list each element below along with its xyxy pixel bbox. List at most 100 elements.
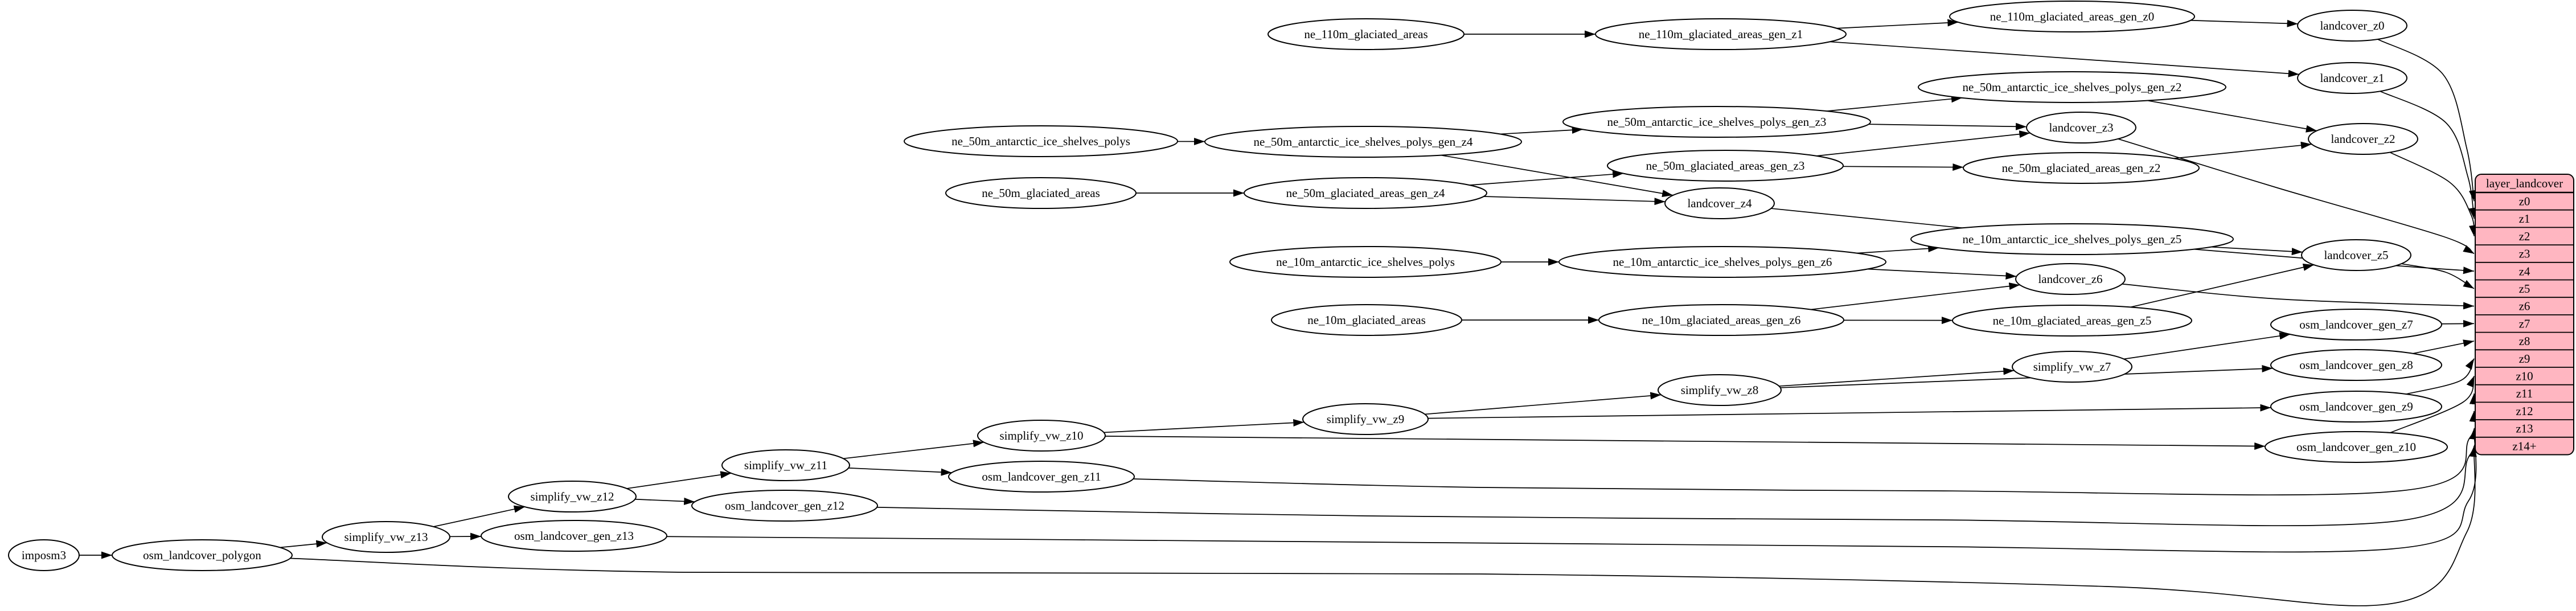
table-row-z6: z6: [2519, 300, 2530, 313]
landcover_z5-ellipse: [2301, 239, 2411, 271]
simplify_vw_z12-ellipse: [508, 481, 637, 512]
table-row-z7: z7: [2519, 317, 2530, 330]
edge-ne_50m_antarctic_ice_shelves_polys_gen_z4-to-ne_50m_antarctic_ice_shelves_polys_gen_z3: [1500, 126, 1583, 135]
edge-ne_50m_glaciated_areas_gen_z3-to-landcover_z3: [1816, 130, 2031, 157]
ne_50m_antarctic_ice_shelves_polys_gen_z3-label: ne_50m_antarctic_ice_shelves_polys_gen_z…: [1607, 115, 1827, 129]
node-ne_110m_glaciated_areas_gen_z0: ne_110m_glaciated_areas_gen_z0: [1949, 1, 2195, 32]
edge-simplify_vw_z8-to-simplify_vw_z7: [1779, 367, 2015, 387]
table-row-z12: z12: [2516, 404, 2533, 418]
node-ne_50m_glaciated_areas_gen_z2: ne_50m_glaciated_areas_gen_z2: [1963, 152, 2200, 184]
node-osm_landcover_gen_z7: osm_landcover_gen_z7: [2270, 309, 2442, 341]
ne_50m_antarctic_ice_shelves_polys_gen_z2-label: ne_50m_antarctic_ice_shelves_polys_gen_z…: [1963, 80, 2182, 94]
node-landcover_z3: landcover_z3: [2026, 112, 2136, 143]
simplify_vw_z7-label: simplify_vw_z7: [2033, 360, 2111, 374]
table-row-z14+: z14+: [2512, 439, 2536, 453]
ne_50m_glaciated_areas_gen_z3-label: ne_50m_glaciated_areas_gen_z3: [1646, 159, 1805, 173]
node-landcover_z2: landcover_z2: [2308, 123, 2418, 155]
edge-osm_landcover_gen_z8-to-row-z8: [2413, 339, 2475, 354]
node-osm_landcover_gen_z13: osm_landcover_gen_z13: [481, 520, 667, 552]
edge-ne_50m_glaciated_areas_gen_z3-to-ne_50m_glaciated_areas_gen_z2: [1843, 163, 1964, 171]
landcover_z0-ellipse: [2297, 10, 2407, 42]
simplify_vw_z8-ellipse: [1658, 374, 1782, 406]
edge-osm_landcover_gen_z9-to-row-z9: [2406, 358, 2475, 395]
node-ne_10m_glaciated_areas_gen_z6: ne_10m_glaciated_areas_gen_z6: [1598, 304, 1844, 336]
landcover_z1-ellipse: [2297, 62, 2407, 94]
table-row-label-z14+: z14+: [2512, 439, 2536, 453]
node-simplify_vw_z9: simplify_vw_z9: [1302, 403, 1429, 435]
edge-simplify_vw_z10-to-simplify_vw_z9: [1104, 419, 1305, 433]
edge-ne_10m_antarctic_ice_shelves_polys_gen_z6-to-landcover_z6: [1867, 268, 2017, 280]
osm_landcover_gen_z11-label: osm_landcover_gen_z11: [982, 470, 1101, 483]
ne_10m_antarctic_ice_shelves_polys_gen_z6-label: ne_10m_antarctic_ice_shelves_polys_gen_z…: [1613, 255, 1832, 269]
landcover_z2-label: landcover_z2: [2331, 132, 2395, 146]
table-layer_landcover: layer_landcoverz0z1z2z3z4z5z6z7z8z9z10z1…: [2475, 174, 2574, 456]
edge-simplify_vw_z12-to-osm_landcover_gen_z12: [635, 497, 695, 505]
edge-ne_10m_antarctic_ice_shelves_polys_gen_z5-to-landcover_z5: [2210, 246, 2303, 256]
node-simplify_vw_z7: simplify_vw_z7: [2012, 351, 2132, 383]
table-row-z10: z10: [2516, 369, 2533, 383]
table-row-z13: z13: [2516, 422, 2533, 436]
simplify_vw_z13-label: simplify_vw_z13: [344, 530, 428, 544]
ne_50m_antarctic_ice_shelves_polys_gen_z2-ellipse: [1918, 71, 2226, 103]
ne_50m_antarctic_ice_shelves_polys-ellipse: [904, 125, 1178, 157]
edge-osm_landcover_gen_z10-to-row-z10: [2390, 376, 2475, 433]
table-row-label-z12: z12: [2516, 404, 2533, 418]
table-row-z1: z1: [2519, 212, 2530, 225]
osm_landcover_gen_z13-ellipse: [481, 520, 667, 552]
landcover_z6-ellipse: [2015, 263, 2126, 295]
landcover_z4-ellipse: [1664, 187, 1775, 219]
table-row-label-z1: z1: [2519, 212, 2530, 225]
node-ne_10m_glaciated_areas: ne_10m_glaciated_areas: [1271, 304, 1462, 336]
simplify_vw_z12-label: simplify_vw_z12: [531, 490, 614, 503]
simplify_vw_z10-label: simplify_vw_z10: [1000, 429, 1084, 442]
ne_50m_glaciated_areas_gen_z3-ellipse: [1607, 150, 1844, 182]
edge-ne_50m_glaciated_areas_gen_z4-to-ne_50m_glaciated_areas_gen_z3: [1469, 170, 1624, 186]
table-row-label-z2: z2: [2519, 229, 2530, 243]
node-ne_110m_glaciated_areas_gen_z1: ne_110m_glaciated_areas_gen_z1: [1595, 18, 1847, 50]
ne_110m_glaciated_areas_gen_z1-ellipse: [1595, 18, 1847, 50]
node-simplify_vw_z13: simplify_vw_z13: [322, 521, 450, 553]
simplify_vw_z13-ellipse: [322, 521, 450, 553]
ne_10m_glaciated_areas-ellipse: [1271, 304, 1462, 336]
edge-ne_50m_glaciated_areas_gen_z4-to-landcover_z4: [1483, 196, 1666, 206]
node-ne_10m_antarctic_ice_shelves_polys_gen_z6: ne_10m_antarctic_ice_shelves_polys_gen_z…: [1558, 246, 1886, 278]
node-simplify_vw_z11: simplify_vw_z11: [721, 449, 850, 481]
node-landcover_z5: landcover_z5: [2301, 239, 2411, 271]
table-title: layer_landcover: [2486, 177, 2563, 190]
ne_110m_glaciated_areas-label: ne_110m_glaciated_areas: [1304, 27, 1428, 41]
node-landcover_z0: landcover_z0: [2297, 10, 2407, 42]
node-ne_50m_antarctic_ice_shelves_polys_gen_z2: ne_50m_antarctic_ice_shelves_polys_gen_z…: [1918, 71, 2226, 103]
ne_110m_glaciated_areas-ellipse: [1268, 18, 1465, 50]
node-ne_50m_antarctic_ice_shelves_polys_gen_z3: ne_50m_antarctic_ice_shelves_polys_gen_z…: [1562, 106, 1871, 138]
edge-simplify_vw_z11-to-osm_landcover_gen_z11: [848, 468, 952, 476]
edge-landcover_z3-to-row-z3: [2118, 138, 2475, 255]
node-osm_landcover_gen_z11: osm_landcover_gen_z11: [948, 461, 1135, 493]
table-row-label-z7: z7: [2519, 317, 2530, 330]
ne_50m_glaciated_areas_gen_z4-label: ne_50m_glaciated_areas_gen_z4: [1286, 186, 1445, 200]
simplify_vw_z8-label: simplify_vw_z8: [1681, 383, 1759, 397]
edges-layer: [79, 19, 2477, 606]
edge-simplify_vw_z11-to-simplify_vw_z10: [843, 440, 985, 460]
landcover_z4-label: landcover_z4: [1687, 196, 1752, 210]
ne_10m_antarctic_ice_shelves_polys_gen_z6-ellipse: [1558, 246, 1886, 278]
ne_10m_antarctic_ice_shelves_polys_gen_z5-label: ne_10m_antarctic_ice_shelves_polys_gen_z…: [1963, 232, 2182, 246]
edge-ne_110m_glaciated_areas_gen_z1-to-landcover_z1: [1830, 41, 2299, 77]
table-row-z4: z4: [2519, 264, 2530, 278]
edge-simplify_vw_z13-to-simplify_vw_z12: [433, 505, 525, 527]
ne_110m_glaciated_areas_gen_z0-label: ne_110m_glaciated_areas_gen_z0: [1990, 10, 2154, 23]
table-row-label-z13: z13: [2516, 422, 2533, 436]
node-landcover_z1: landcover_z1: [2297, 62, 2407, 94]
edge-landcover_z1-to-row-z1: [2380, 91, 2476, 219]
ne_10m_glaciated_areas-label: ne_10m_glaciated_areas: [1307, 313, 1426, 327]
edge-simplify_vw_z9-to-osm_landcover_gen_z9: [1428, 404, 2271, 419]
osm_landcover_polygon-ellipse: [112, 539, 293, 571]
node-ne_10m_antarctic_ice_shelves_polys: ne_10m_antarctic_ice_shelves_polys: [1229, 246, 1502, 278]
osm_landcover_gen_z12-label: osm_landcover_gen_z12: [725, 499, 844, 512]
osm_landcover_gen_z11-ellipse: [948, 461, 1135, 493]
osm_landcover_gen_z9-ellipse: [2270, 391, 2442, 423]
table-row-label-z6: z6: [2519, 300, 2530, 313]
node-ne_50m_antarctic_ice_shelves_polys_gen_z4: ne_50m_antarctic_ice_shelves_polys_gen_z…: [1204, 126, 1522, 158]
osm_landcover_gen_z7-ellipse: [2270, 309, 2442, 341]
table-row-z8: z8: [2519, 334, 2530, 348]
